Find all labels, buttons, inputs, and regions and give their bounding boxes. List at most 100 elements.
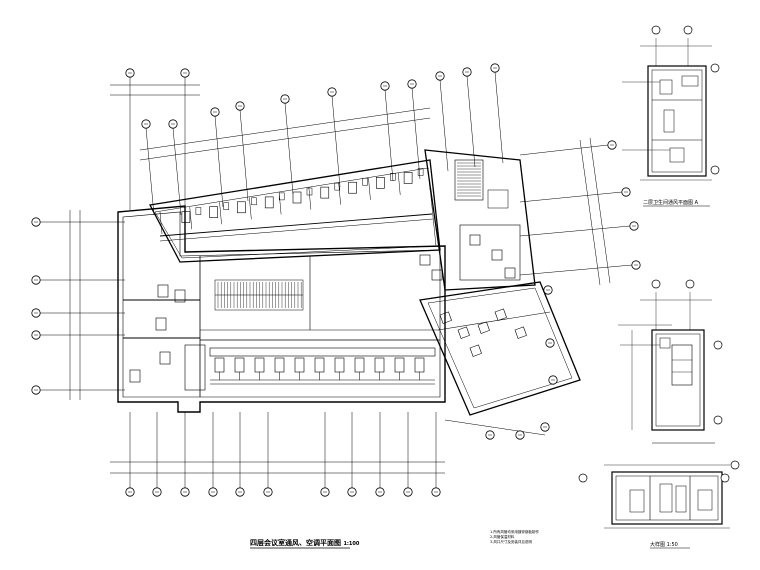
main-plan-scale: 1:100	[343, 541, 360, 547]
diffuser	[223, 202, 229, 210]
grid-bubble	[180, 68, 190, 78]
ac-unit	[334, 357, 345, 373]
grid-bubble	[545, 338, 555, 348]
main-plan-title-text: 四层会议室通风、空调平面图	[250, 539, 341, 547]
ac-unit	[254, 357, 265, 373]
grid-bubble	[607, 140, 617, 150]
detail-a-title-text: 二层卫生间通风平面图	[643, 200, 694, 206]
equipment-box	[469, 234, 481, 246]
grid-bubble	[235, 487, 245, 497]
lower-room-ac-units	[214, 357, 425, 380]
grid-bubble	[280, 94, 290, 104]
equipment-box	[494, 308, 507, 321]
equipment-box	[129, 369, 141, 383]
grid-bubble	[208, 487, 218, 497]
equipment-box	[419, 254, 431, 266]
diffuser	[306, 187, 313, 196]
grid-bubble	[125, 68, 135, 78]
equipment-box	[439, 311, 452, 324]
detail-a-plan	[622, 25, 720, 181]
grid-bubble	[320, 487, 330, 497]
grid-bubble	[125, 487, 135, 497]
ac-unit	[414, 357, 425, 373]
grid-bubble	[31, 385, 41, 395]
diffuser	[278, 192, 285, 201]
dimension-lines	[40, 71, 633, 488]
ac-unit	[403, 172, 413, 184]
ac-unit	[181, 211, 191, 223]
ac-unit	[294, 357, 305, 373]
grid-bubble	[141, 119, 151, 129]
main-plan-title: 四层会议室通风、空调平面图 1:100	[250, 538, 359, 548]
ac-unit	[374, 357, 385, 373]
equipment-box	[157, 284, 169, 298]
detail-a-suffix: A	[694, 200, 699, 206]
left-room-equipment	[129, 284, 186, 383]
grid-bubble	[431, 487, 441, 497]
grid-bubble	[540, 422, 550, 432]
grid-bubble	[462, 67, 472, 77]
detail-c-suffix: 1:50	[666, 542, 678, 548]
diffuser	[251, 197, 257, 206]
grid-bubble	[490, 63, 500, 73]
ac-unit	[214, 357, 225, 373]
ac-unit	[376, 177, 385, 189]
grid-bubble	[621, 187, 631, 197]
rotated-wing-units	[439, 308, 527, 357]
equipment-box	[457, 326, 470, 339]
grid-bubble	[435, 71, 445, 81]
grid-bubble	[180, 487, 190, 497]
detail-a-title: 二层卫生间通风平面图 A	[643, 199, 698, 206]
equipment-box	[155, 317, 167, 331]
ac-unit	[237, 201, 246, 214]
diffuser	[417, 168, 424, 176]
drawing-notes: 1.所有风管均采用镀锌钢板制作 2.风管保温材料 3.风口尺寸及安装详见说明	[490, 530, 539, 545]
ac-unit	[209, 206, 218, 218]
equipment-box	[431, 269, 443, 281]
grid-bubble	[543, 285, 553, 295]
note-line-2: 2.风管保温材料	[490, 535, 515, 539]
grid-bubble	[407, 79, 417, 89]
grid-bubble	[380, 81, 390, 91]
ac-unit	[314, 357, 325, 373]
note-line-3: 3.风口尺寸及安装详见说明	[490, 540, 532, 544]
equipment-box	[159, 351, 171, 365]
ac-unit	[292, 191, 302, 204]
detail-b-plan	[618, 279, 723, 431]
grid-bubble	[31, 308, 41, 318]
grid-axis-bubbles	[31, 63, 641, 497]
grid-bubble	[210, 107, 220, 117]
core-stair-block	[424, 149, 536, 291]
note-line-1: 1.所有风管均采用镀锌钢板制作	[490, 530, 539, 534]
ac-unit	[348, 181, 357, 194]
grid-bubble	[327, 87, 337, 97]
grid-bubble	[631, 260, 641, 270]
ac-unit	[234, 357, 245, 373]
equipment-box	[174, 289, 186, 303]
grid-bubble	[31, 275, 41, 285]
ac-unit	[394, 357, 405, 373]
ac-unit	[354, 357, 365, 373]
grid-bubble	[168, 119, 178, 129]
equipment-box	[477, 321, 490, 334]
detail-c-plan	[578, 460, 740, 529]
grid-bubble	[235, 101, 245, 111]
grid-bubble	[629, 221, 639, 231]
detail-c-title: 大样图 1:50	[650, 541, 678, 548]
equipment-box	[469, 344, 482, 357]
detail-c-title-text: 大样图	[650, 542, 666, 548]
grid-bubble	[347, 487, 357, 497]
grid-bubble	[31, 217, 41, 227]
grid-bubble	[152, 487, 162, 497]
grid-bubble	[375, 487, 385, 497]
grid-bubble	[403, 487, 413, 497]
diffuser	[195, 207, 202, 215]
equipment-box	[491, 249, 503, 261]
diffuser	[362, 177, 368, 186]
upper-wing-ac-units	[181, 168, 424, 223]
equipment-box	[504, 267, 516, 279]
main-plan-rect-wing	[117, 205, 446, 413]
grid-bubble	[548, 375, 558, 385]
main-plan-angled-wing	[149, 159, 441, 263]
